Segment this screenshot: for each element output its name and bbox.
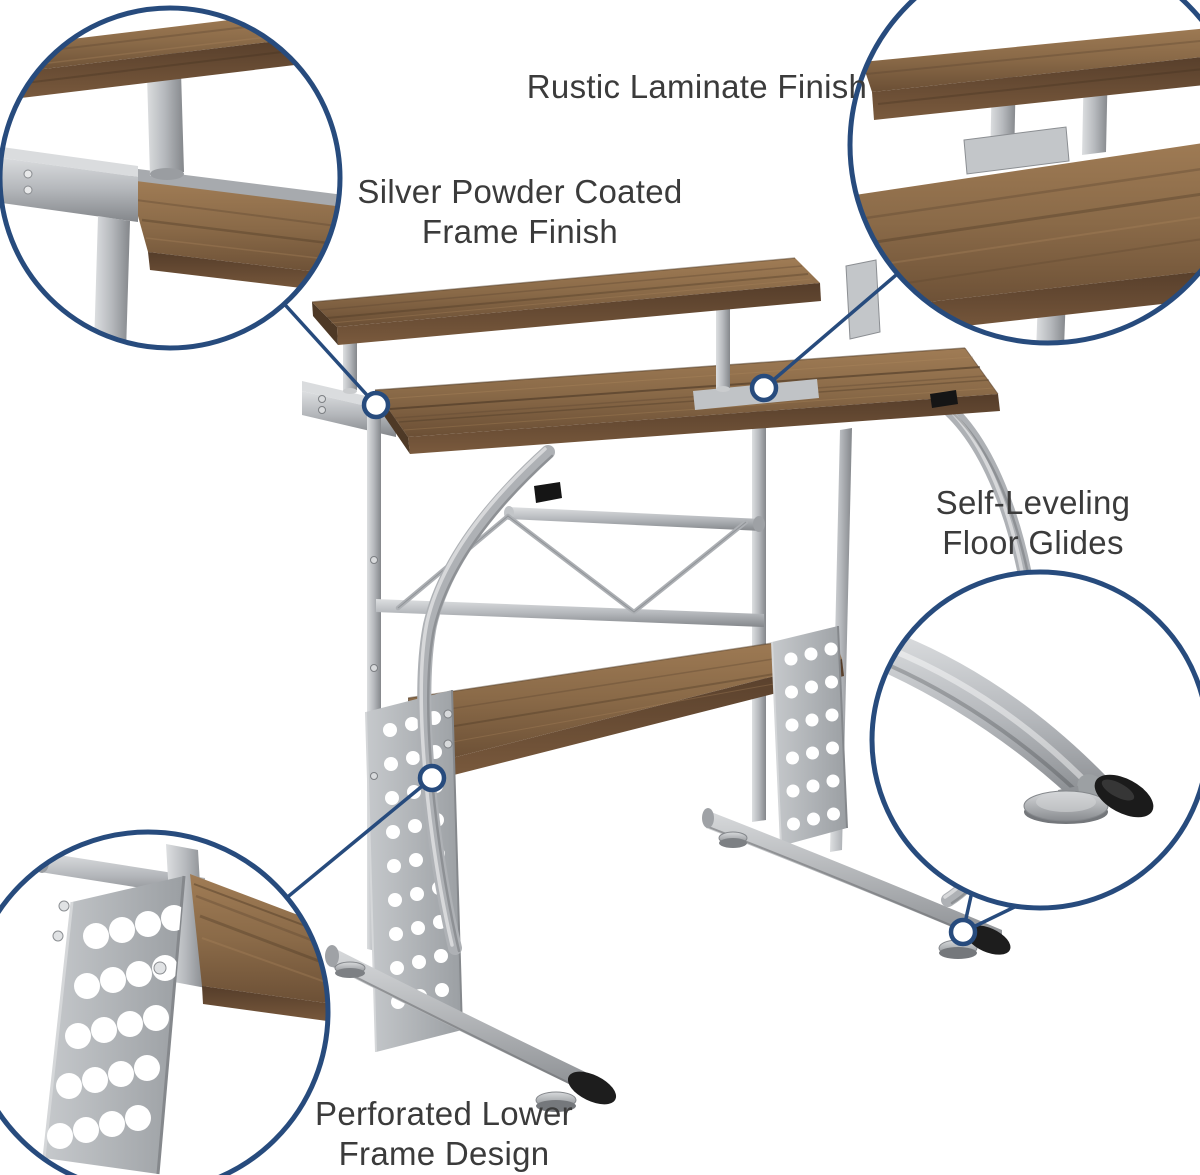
perforation-hole xyxy=(787,817,800,831)
perforation-hole xyxy=(805,713,819,727)
perforation-hole xyxy=(109,917,135,943)
perforation-hole xyxy=(408,819,422,833)
perforation-hole xyxy=(434,949,448,963)
label-perforated-lower-frame: Perforated Lower Frame Design xyxy=(315,1095,573,1172)
riser-shelf xyxy=(311,257,821,345)
perforation-hole xyxy=(806,746,819,760)
callout-circle-laminate xyxy=(847,0,1200,346)
perforation-hole xyxy=(117,1011,143,1037)
perforation-hole xyxy=(126,961,152,987)
perforation-hole xyxy=(91,1017,117,1043)
label-silver-powder-coated: Silver Powder Coated Frame Finish xyxy=(357,173,683,250)
perforation-hole xyxy=(73,1117,99,1143)
callout-circle-frame-corner xyxy=(0,5,343,351)
riser-posts xyxy=(343,296,730,394)
perforation-hole xyxy=(826,741,839,755)
perforation-hole xyxy=(785,685,798,699)
desk-right-rear-tube xyxy=(752,394,766,822)
perforation-hole xyxy=(134,1055,160,1081)
perforation-hole xyxy=(74,973,100,999)
desk-illustration xyxy=(302,257,1044,1112)
perforation-hole xyxy=(804,647,818,661)
desk-left-foot xyxy=(325,945,617,1112)
label-self-leveling-glides: Self-Leveling Floor Glides xyxy=(935,484,1131,561)
perforation-hole xyxy=(383,723,397,737)
callout-markers xyxy=(361,373,978,947)
perforation-hole xyxy=(388,893,402,907)
desk-main-top xyxy=(374,347,1000,503)
label-rustic-laminate-finish: Rustic Laminate Finish xyxy=(526,68,868,105)
perforation-hole xyxy=(435,983,449,997)
perforation-hole xyxy=(406,751,420,765)
perforation-hole xyxy=(411,921,425,935)
perforation-hole xyxy=(47,1123,73,1149)
callout-circle-floor-glide xyxy=(869,569,1200,911)
perforation-hole xyxy=(143,1005,169,1031)
perforation-hole xyxy=(409,853,423,867)
marker-frame-finish xyxy=(361,390,391,420)
perforation-hole xyxy=(65,1023,91,1049)
perforation-hole xyxy=(390,961,404,975)
left-foot-cap xyxy=(567,1071,617,1105)
perforation-hole xyxy=(825,708,839,722)
desk-crossbars xyxy=(376,506,765,627)
perforation-hole xyxy=(135,911,161,937)
perforation-hole xyxy=(786,784,800,798)
perforated-panel-right xyxy=(771,625,848,847)
perforation-hole xyxy=(806,779,820,793)
perforation-hole xyxy=(385,791,399,805)
perforation-hole xyxy=(384,757,398,771)
marker-perforated xyxy=(417,763,447,793)
perforation-hole xyxy=(389,927,403,941)
perforation-hole xyxy=(785,718,799,732)
perforation-hole xyxy=(108,1061,134,1087)
desk-corner-bracket-right xyxy=(930,390,958,408)
perforation-hole xyxy=(386,825,400,839)
perforation-hole xyxy=(410,887,424,901)
perforation-hole xyxy=(82,1067,108,1093)
perforation-hole xyxy=(805,680,818,694)
perforation-hole xyxy=(100,967,126,993)
perforation-hole xyxy=(826,774,840,788)
riser-right-bracket xyxy=(845,259,881,340)
perforation-hole xyxy=(825,675,838,689)
desk-corner-bracket-left xyxy=(534,482,562,503)
perforation-hole xyxy=(824,642,838,656)
perforation-hole xyxy=(786,751,799,765)
desk-left-leg xyxy=(417,445,555,955)
perforation-hole xyxy=(83,923,109,949)
frame-screws xyxy=(370,556,453,780)
perforation-hole xyxy=(56,1073,82,1099)
perforation-hole xyxy=(99,1111,125,1137)
perforation-hole xyxy=(784,652,798,666)
perforation-hole xyxy=(827,807,840,821)
perforation-hole xyxy=(387,859,401,873)
perforation-hole xyxy=(125,1105,151,1131)
perforation-hole xyxy=(807,812,820,826)
callout-circle-perforated xyxy=(0,829,331,1175)
marker-floor-glide xyxy=(948,917,978,947)
perforation-hole xyxy=(405,717,419,731)
perforation-hole xyxy=(412,955,426,969)
marker-laminate xyxy=(749,373,779,403)
